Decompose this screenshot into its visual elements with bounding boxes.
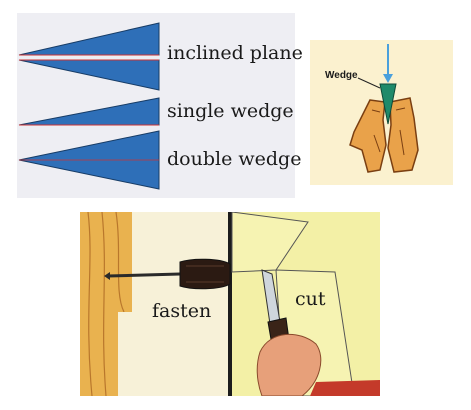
single-wedge-label: single wedge bbox=[167, 100, 294, 122]
wedge-splitting-panel: Wedge bbox=[310, 40, 453, 185]
force-arrow bbox=[383, 44, 393, 83]
wood-board bbox=[80, 212, 132, 396]
wedge-splitting-drawing bbox=[349, 44, 419, 173]
splitting-wedge-shape bbox=[379, 83, 397, 125]
fasten-cut-drawing bbox=[80, 212, 380, 396]
fasten-label: fasten bbox=[152, 300, 212, 322]
inclined-plane-label: inclined plane bbox=[167, 42, 303, 64]
screwdriver bbox=[104, 258, 231, 290]
inclined-plane-lower-shape bbox=[18, 59, 160, 91]
wood-log bbox=[349, 97, 419, 173]
knife-hand bbox=[256, 269, 380, 396]
inclined-plane-shape bbox=[18, 22, 160, 56]
fasten-cut-panel: fasten cut bbox=[80, 212, 380, 396]
wedge-label: Wedge bbox=[325, 70, 358, 81]
wedge-types-panel: inclined plane single wedge double wedge bbox=[17, 13, 303, 198]
single-wedge-shape bbox=[18, 97, 160, 126]
cut-label: cut bbox=[295, 288, 326, 310]
double-wedge-label: double wedge bbox=[167, 148, 302, 170]
wedge-types-drawing bbox=[18, 22, 160, 190]
